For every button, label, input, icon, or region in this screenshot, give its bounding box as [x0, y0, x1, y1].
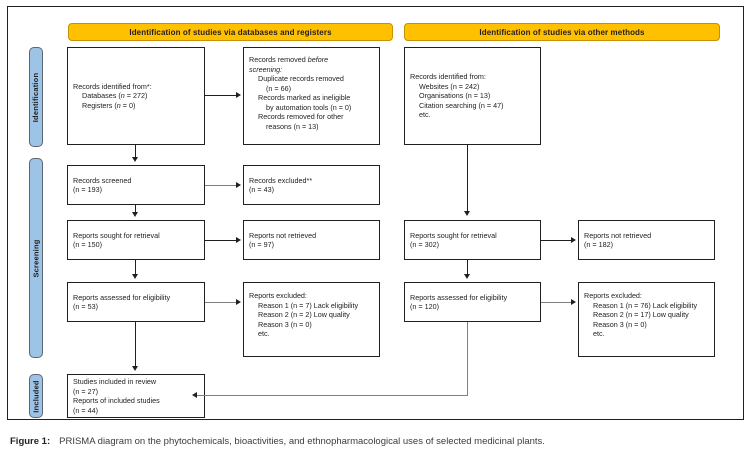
- box-reports-excluded-right: Reports excluded: Reason 1 (n = 76) Lack…: [578, 282, 715, 357]
- arrowhead-assessed-to-excluded-right: [571, 299, 576, 305]
- stage-tab-included: Included: [29, 374, 43, 418]
- reports-excluded-left-reason-2: Reason 2 (n = 2) Low quality: [258, 310, 350, 319]
- studies-included-line-1: Studies included in review: [73, 377, 157, 386]
- box-reports-not-retrieved-right: Reports not retrieved (n = 182): [578, 220, 715, 260]
- box-studies-included: Studies included in review (n = 27) Repo…: [67, 374, 205, 418]
- connector-assessed-to-excluded-left: [205, 302, 238, 304]
- reports-excluded-right-reason-1: Reason 1 (n = 76) Lack eligibility: [593, 300, 698, 310]
- arrowhead-right-to-included: [192, 392, 197, 398]
- records-screened-count: (n = 193): [73, 185, 102, 194]
- arrowhead-other-to-sought-right: [464, 211, 470, 216]
- box-reports-assessed-right: Reports assessed for eligibility (n = 12…: [404, 282, 541, 322]
- connector-right-down-to-included: [467, 322, 469, 396]
- reports-sought-right-line-1: Reports sought for retrieval: [410, 230, 497, 240]
- connector-other-to-sought-right: [467, 145, 469, 211]
- box-records-removed: Records removed before screening: Duplic…: [243, 47, 380, 145]
- reports-assessed-right-count: (n = 120): [410, 302, 439, 311]
- arrowhead-assessed-to-included: [132, 366, 138, 371]
- reports-assessed-left-line-1: Reports assessed for eligibility: [73, 292, 171, 302]
- connector-screened-to-sought: [135, 205, 137, 214]
- records-removed-automation: by automation tools (n = 0): [266, 102, 352, 112]
- arrowhead-sought-to-assessed-left: [132, 274, 138, 279]
- reports-not-retrieved-right-count: (n = 182): [584, 240, 613, 249]
- reports-excluded-left-reason-3: Reason 3 (n = 0): [258, 319, 312, 329]
- arrowhead-sought-to-assessed-right: [464, 274, 470, 279]
- records-excluded-count: (n = 43): [249, 185, 274, 194]
- header-other-methods: Identification of studies via other meth…: [404, 23, 720, 41]
- connector-sought-to-notretrieved-right: [541, 240, 572, 242]
- reports-assessed-left-count: (n = 53): [73, 302, 98, 311]
- studies-included-count: (n = 27): [73, 386, 98, 396]
- reports-not-retrieved-left-count: (n = 97): [249, 240, 274, 249]
- box-records-identified: Records identified from*: Databases (n =…: [67, 47, 205, 145]
- records-removed-duplicate-n: (n = 66): [266, 83, 291, 93]
- records-removed-duplicate: Duplicate records removed: [258, 74, 344, 83]
- connector-screened-to-excluded: [205, 185, 238, 187]
- stage-label-screening: Screening: [31, 238, 41, 278]
- connector-assessed-to-excluded-right: [541, 302, 572, 304]
- box-reports-sought-left: Reports sought for retrieval (n = 150): [67, 220, 205, 260]
- box-reports-assessed-left: Reports assessed for eligibility (n = 53…: [67, 282, 205, 322]
- records-removed-other: Records removed for other: [258, 112, 344, 121]
- connector-identified-to-removed: [205, 95, 238, 97]
- records-removed-line-2: screening:: [249, 64, 283, 74]
- records-identified-line-1: Records identified from*:: [73, 81, 152, 91]
- connector-sought-to-assessed-right: [467, 260, 469, 275]
- reports-excluded-left-reason-1: Reason 1 (n = 7) Lack eligibility: [258, 300, 359, 310]
- arrowhead-screened-to-excluded: [236, 182, 241, 188]
- records-identified-other-citation: Citation searching (n = 47): [419, 100, 504, 110]
- reports-included-count: (n = 44): [73, 405, 98, 415]
- records-identified-other-etc: etc.: [419, 110, 431, 120]
- arrowhead-identified-to-screened: [132, 157, 138, 162]
- reports-assessed-right-line-1: Reports assessed for eligibility: [410, 292, 508, 302]
- reports-included-line: Reports of included studies: [73, 396, 160, 405]
- figure-caption-label: Figure 1:: [10, 436, 51, 447]
- connector-sought-to-notretrieved-left: [205, 240, 238, 242]
- reports-excluded-right-line-1: Reports excluded:: [584, 291, 642, 300]
- stage-tab-screening: Screening: [29, 158, 43, 358]
- reports-not-retrieved-left-line-1: Reports not retrieved: [249, 230, 317, 240]
- stage-label-identification: Identification: [31, 72, 41, 122]
- stage-label-included: Included: [31, 379, 41, 413]
- arrowhead-sought-to-notretrieved-right: [571, 237, 576, 243]
- stage-tab-identification: Identification: [29, 47, 43, 147]
- records-identified-databases: Databases (n = 272): [82, 91, 148, 101]
- connector-identified-to-screened: [135, 145, 137, 159]
- reports-excluded-right-reason-3: Reason 3 (n = 0): [593, 319, 647, 329]
- arrowhead-identified-to-removed: [236, 92, 241, 98]
- records-removed-line-1: Records removed before: [249, 55, 329, 64]
- records-identified-registers: Registers (n = 0): [82, 100, 136, 110]
- header-databases-registers: Identification of studies via databases …: [68, 23, 393, 41]
- arrowhead-screened-to-sought: [132, 212, 138, 217]
- records-removed-other-n: reasons (n = 13): [266, 121, 319, 131]
- records-screened-line-1: Records screened: [73, 175, 132, 185]
- box-records-excluded: Records excluded** (n = 43): [243, 165, 380, 205]
- reports-sought-left-line-1: Reports sought for retrieval: [73, 230, 160, 240]
- reports-sought-left-count: (n = 150): [73, 240, 102, 249]
- connector-right-left-to-included: [196, 395, 468, 397]
- records-removed-ineligible: Records marked as ineligible: [258, 93, 351, 102]
- reports-sought-right-count: (n = 302): [410, 240, 439, 249]
- box-reports-not-retrieved-left: Reports not retrieved (n = 97): [243, 220, 380, 260]
- box-reports-excluded-left: Reports excluded: Reason 1 (n = 7) Lack …: [243, 282, 380, 357]
- box-reports-sought-right: Reports sought for retrieval (n = 302): [404, 220, 541, 260]
- reports-excluded-right-etc: etc.: [593, 329, 605, 338]
- records-identified-other-line-1: Records identified from:: [410, 72, 486, 82]
- figure-caption-text: PRISMA diagram on the phytochemicals, bi…: [59, 436, 545, 447]
- reports-excluded-left-etc: etc.: [258, 329, 270, 338]
- box-records-screened: Records screened (n = 193): [67, 165, 205, 205]
- reports-not-retrieved-right-line-1: Reports not retrieved: [584, 230, 652, 240]
- arrowhead-assessed-to-excluded-left: [236, 299, 241, 305]
- records-excluded-line-1: Records excluded**: [249, 175, 313, 185]
- records-identified-other-organisations: Organisations (n = 13): [419, 91, 491, 101]
- connector-assessed-to-included: [135, 322, 137, 367]
- reports-excluded-right-reason-2: Reason 2 (n = 17) Low quality: [593, 310, 689, 319]
- figure-caption: Figure 1: PRISMA diagram on the phytoche…: [10, 436, 740, 447]
- arrowhead-sought-to-notretrieved-left: [236, 237, 241, 243]
- connector-sought-to-assessed-left: [135, 260, 137, 275]
- records-identified-other-websites: Websites (n = 242): [419, 81, 480, 91]
- box-records-identified-other: Records identified from: Websites (n = 2…: [404, 47, 541, 145]
- reports-excluded-left-line-1: Reports excluded:: [249, 291, 307, 300]
